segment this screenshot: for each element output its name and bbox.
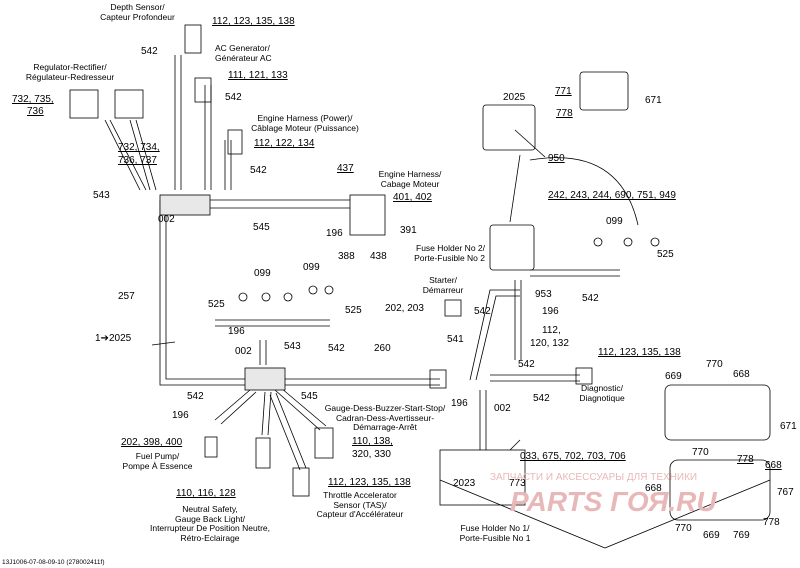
ref-542-g: 542 [518, 359, 535, 370]
ref-778-c: 778 [763, 517, 780, 528]
ref-diagnostic: 112, 123, 135, 138 [598, 347, 681, 358]
ref-099-a: 099 [606, 216, 623, 227]
ref-525-a: 525 [657, 249, 674, 260]
ref-669-b: 669 [703, 530, 720, 541]
ref-669-a: 669 [665, 371, 682, 382]
ref-099-c: 099 [303, 262, 320, 273]
ref-543-a: 543 [93, 190, 110, 201]
ref-2025: 2025 [503, 92, 526, 103]
watermark-logo: PARTS ГОЯ.RU [510, 486, 717, 517]
ref-671-a: 671 [645, 95, 662, 106]
ref-545-b: 545 [301, 391, 318, 402]
ref-773: 773 [509, 478, 526, 489]
ref-fuse-holder-2: 242, 243, 244, 690, 751, 949 [548, 190, 676, 201]
ref-202-203: 202, 203 [385, 303, 424, 314]
fuse-holder-1-label: Fuse Holder No 1/Porte-Fusible No 1 [459, 523, 531, 543]
ref-fuse-holder-1: 033, 675, 702, 703, 706 [520, 451, 626, 462]
depth-sensor-label: Depth Sensor/Capteur Profondeur [100, 2, 175, 22]
ref-regulator-b2: 736, 737 [118, 155, 157, 166]
ref-002-a: 002 [158, 214, 175, 225]
ref-671-b: 671 [780, 421, 797, 432]
ref-771: 771 [555, 86, 572, 97]
ref-391: 391 [400, 225, 417, 236]
fuel-pump-label: Fuel Pump/Pompe À Essence [122, 451, 193, 471]
engine-harness-label: Engine Harness/Cabage Moteur [378, 169, 442, 189]
ref-engine-harness: 401, 402 [393, 192, 432, 203]
engine-harness-power-label: Engine Harness (Power)/Câblage Moteur (P… [251, 113, 359, 133]
ref-196-a: 196 [326, 228, 343, 239]
ref-depth-sensor: 112, 123, 135, 138 [212, 16, 295, 27]
gauge-label: Gauge-Dess-Buzzer-Start-Stop/Cadran-Dess… [324, 403, 446, 432]
ref-regulator-a1: 732, 735, [12, 94, 54, 105]
ref-769: 769 [733, 530, 750, 541]
ref-770-c: 770 [675, 523, 692, 534]
watermark-text: ЗАПЧАСТИ И АКСЕССУАРЫ ДЛЯ ТЕХНИКИ [490, 472, 698, 483]
ref-542-c: 542 [250, 165, 267, 176]
ref-953: 953 [535, 289, 552, 300]
ref-770-b: 770 [692, 447, 709, 458]
ref-545-a: 545 [253, 222, 270, 233]
ref-gauge-1: 110, 138, [352, 436, 393, 447]
ref-120-132: 120, 132 [530, 338, 569, 349]
ref-668-b: 668 [765, 460, 782, 471]
ref-388: 388 [338, 251, 355, 262]
ref-950: 950 [548, 153, 565, 164]
ref-437: 437 [337, 163, 354, 174]
ref-542-d: 542 [582, 293, 599, 304]
ref-770-a: 770 [706, 359, 723, 370]
fuse-holder-2-label: Fuse Holder No 2/Porte-Fusible No 2 [414, 243, 485, 263]
starter-label: Starter/Démarreur [422, 275, 464, 295]
neutral-safety-label: Neutral Safety,Gauge Back Light/ Interru… [149, 504, 270, 543]
ref-525-b: 525 [208, 299, 225, 310]
ref-525-c: 525 [345, 305, 362, 316]
diagnostic-label: Diagnostic/Diagnotique [579, 383, 625, 403]
ref-668-c: 668 [645, 483, 662, 494]
ref-196-c: 196 [228, 326, 245, 337]
ref-099-b: 099 [254, 268, 271, 279]
ref-196-e: 196 [451, 398, 468, 409]
ref-regulator-a2: 736 [27, 106, 44, 117]
drawing-code: 13J1006-07-08-09-10 (278002411f) [2, 559, 105, 566]
ref-fuel-pump: 202, 398, 400 [121, 437, 183, 448]
ref-542-a: 542 [141, 46, 158, 57]
ref-778-a: 778 [556, 108, 573, 119]
ref-543-b: 543 [284, 341, 301, 352]
regulator-label: Regulator-Rectifier/Régulateur-Redresseu… [25, 62, 115, 82]
ref-668-a: 668 [733, 369, 750, 380]
ref-542-f: 542 [328, 343, 345, 354]
ref-002-b: 002 [235, 346, 252, 357]
ref-542-h: 542 [533, 393, 550, 404]
ref-tas: 112, 123, 135, 138 [328, 477, 411, 488]
ref-257: 257 [118, 291, 135, 302]
ref-767: 767 [777, 487, 794, 498]
ref-regulator-b1: 732, 734, [118, 142, 160, 153]
ref-541: 541 [447, 334, 464, 345]
ref-778-b: 778 [737, 454, 754, 465]
ref-ac-generator: 111, 121, 133 [228, 70, 288, 81]
ref-112-a: 112, [542, 325, 561, 336]
ref-2023: 2023 [453, 478, 476, 489]
ref-arrow-2025: 1➔2025 [95, 333, 132, 344]
ref-neutral-safety: 110, 116, 128 [176, 488, 236, 499]
ref-542-e: 542 [474, 306, 491, 317]
ref-engine-power: 112, 122, 134 [254, 138, 315, 149]
ref-gauge-2: 320, 330 [352, 449, 391, 460]
ref-260: 260 [374, 343, 391, 354]
ref-542-i: 542 [187, 391, 204, 402]
ref-196-d: 196 [172, 410, 189, 421]
ref-438: 438 [370, 251, 387, 262]
ref-196-b: 196 [542, 306, 559, 317]
ref-542-b: 542 [225, 92, 242, 103]
ac-generator-label: AC Generator/Générateur AC [215, 43, 272, 63]
ref-002-c: 002 [494, 403, 511, 414]
